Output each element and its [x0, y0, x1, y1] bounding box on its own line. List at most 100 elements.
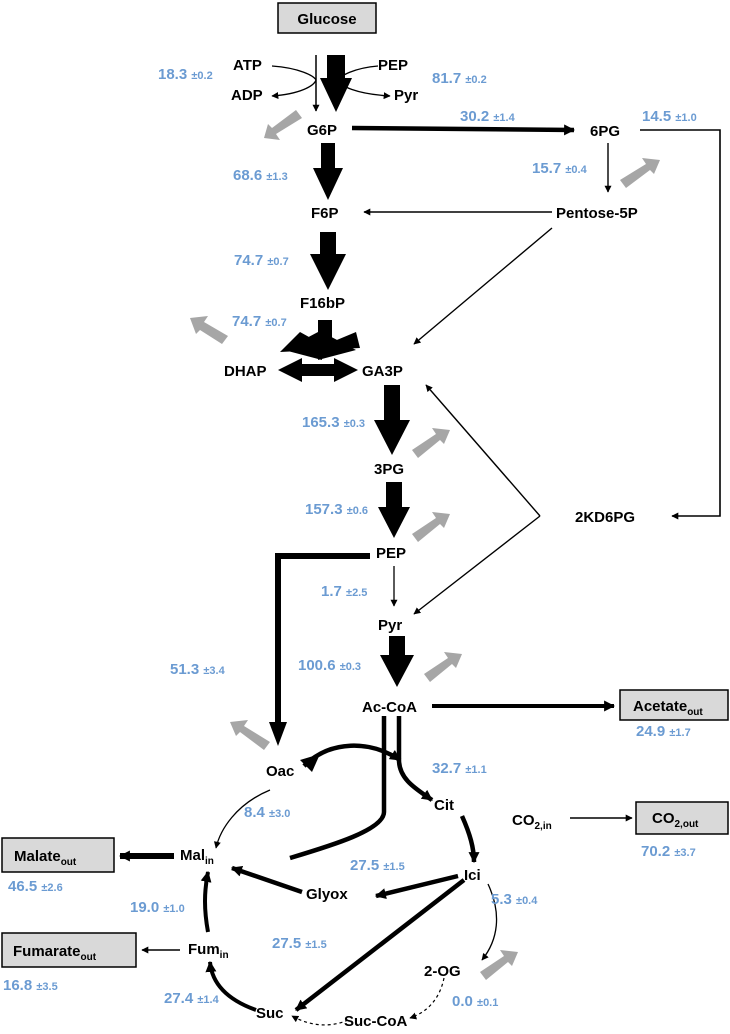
metabolite-6pg: 6PG — [590, 123, 620, 140]
icdh-curve — [481, 883, 498, 961]
fumarate-out-label: Fumarate — [13, 943, 81, 960]
pentose-ga3p-arrow — [413, 227, 553, 345]
flux-icl-suc-err: ±1.5 — [305, 939, 326, 951]
flux-co2-err: ±3.7 — [674, 847, 695, 859]
metabolite-g6p: G6P — [307, 122, 337, 139]
metabolite-oac: Oac — [266, 763, 294, 780]
flux-pyk-err: ±2.5 — [346, 587, 367, 599]
pts-arrow — [320, 55, 352, 112]
metabolite-suc: Suc — [256, 1005, 284, 1022]
svg-text:Acetateout: Acetateout — [633, 698, 703, 718]
flux-icl-suc: 27.5 ±1.5 — [272, 935, 327, 952]
ppc-arrowhead — [269, 722, 287, 746]
flux-eno-value: 157.3 — [305, 501, 343, 518]
flux-g6p-6pg-value: 30.2 — [460, 108, 489, 125]
flux-pfk-err: ±0.7 — [267, 256, 288, 268]
malate-out-box: Malateout — [1, 837, 115, 873]
metabolite-ici: Ici — [464, 867, 481, 884]
flux-aldolase-value: 74.7 — [232, 313, 261, 330]
pgi-arrow — [313, 143, 343, 200]
flux-cs: 32.7 ±1.1 — [432, 760, 487, 777]
flux-icdh-err: ±0.4 — [516, 895, 538, 907]
flux-pgi-err: ±1.3 — [266, 171, 287, 183]
flux-fumarate: 16.8 ±3.5 — [3, 977, 58, 994]
metabolite-cit: Cit — [434, 797, 454, 814]
2kd6pg-pyr-arrow — [413, 515, 541, 615]
metabolite-atp: ATP — [233, 57, 262, 74]
svg-text:CO2,out: CO2,out — [652, 810, 699, 830]
eno-arrow — [378, 482, 410, 538]
flux-og-succoa: 0.0 ±0.1 — [452, 993, 498, 1010]
oac-cit-head — [300, 754, 320, 772]
flux-g6p-6pg-err: ±1.4 — [493, 112, 515, 124]
flux-sdh-err: ±1.4 — [197, 994, 219, 1006]
flux-pts: 81.7 ±0.2 — [432, 70, 487, 87]
metabolite-mal-sub: in — [205, 856, 214, 867]
flux-fumarate-value: 16.8 — [3, 977, 32, 994]
flux-hexokinase: 18.3 ±0.2 — [158, 66, 213, 83]
metabolite-succoa: Suc-CoA — [344, 1013, 408, 1030]
malate-out-label: Malate — [14, 848, 61, 865]
metabolite-ga3p: GA3P — [362, 363, 403, 380]
aldolase-dhap-head — [284, 332, 322, 360]
co2-out-label: CO — [652, 810, 675, 827]
flux-malate: 46.5 ±2.6 — [8, 878, 63, 895]
flux-acetate-err: ±1.7 — [669, 727, 690, 739]
flux-sdh: 27.4 ±1.4 — [164, 990, 220, 1007]
flux-acetate-value: 24.9 — [636, 723, 665, 740]
flux-pyk: 1.7 ±2.5 — [321, 583, 367, 600]
flux-hexokinase-value: 18.3 — [158, 66, 187, 83]
flux-fum-mal-err: ±1.0 — [163, 903, 184, 915]
co2-out-box: CO2,out — [635, 801, 729, 835]
flux-co2: 70.2 ±3.7 — [641, 843, 696, 860]
icl-glyox-arrow — [374, 873, 459, 899]
flux-cs-value: 32.7 — [432, 760, 461, 777]
metabolite-fum-sub: in — [220, 950, 229, 961]
flux-pdh-value: 100.6 — [298, 657, 336, 674]
metabolite-pyr-top: Pyr — [394, 87, 418, 104]
flux-pfk: 74.7 ±0.7 — [234, 252, 289, 269]
glucose-box: Glucose — [277, 2, 377, 34]
acetate-out-box: Acetateout — [619, 689, 729, 721]
biomass-arrow-2og — [480, 950, 518, 980]
flux-icdh-value: 5.3 — [491, 891, 512, 908]
icl-suc-arrow — [294, 878, 466, 1012]
flux-eno: 157.3 ±0.6 — [305, 501, 368, 518]
biomass-arrow-dhap — [190, 316, 228, 344]
malate-out-sub: out — [61, 857, 77, 868]
flux-pdh-err: ±0.3 — [340, 661, 361, 673]
flux-pgi-value: 68.6 — [233, 167, 262, 184]
pfk-arrow — [310, 232, 346, 290]
flux-icl-value: 27.5 — [350, 857, 379, 874]
flux-6pg-pentose: 15.7 ±0.4 — [532, 160, 588, 177]
metabolite-accoa: Ac-CoA — [362, 699, 417, 716]
glucose-label: Glucose — [297, 11, 356, 28]
metabolite-pep-top: PEP — [378, 57, 408, 74]
flux-sdh-value: 27.4 — [164, 990, 194, 1007]
acetate-out-sub: out — [687, 707, 703, 718]
flux-co2-value: 70.2 — [641, 843, 670, 860]
flux-malate-value: 46.5 — [8, 878, 37, 895]
pep-pyr-curve — [337, 65, 391, 100]
flux-mdh-value: 8.4 — [244, 804, 266, 821]
flux-6pg-pentose-value: 15.7 — [532, 160, 561, 177]
g6p-6pg-arrow — [351, 124, 576, 136]
metabolite-glyox: Glyox — [306, 886, 348, 903]
metabolite-dhap: DHAP — [224, 363, 267, 380]
flux-acetate: 24.9 ±1.7 — [636, 723, 691, 740]
flux-pfk-value: 74.7 — [234, 252, 263, 269]
fumarate-out-box: Fumarateout — [1, 932, 137, 968]
ppc-arrow — [275, 553, 370, 724]
flux-eno-err: ±0.6 — [347, 505, 368, 517]
atp-adp-curve — [271, 65, 317, 100]
flux-6pg-2kd6pg: 14.5 ±1.0 — [642, 108, 697, 125]
cs-accoa-branch — [396, 716, 434, 802]
flux-g6p-6pg: 30.2 ±1.4 — [460, 108, 516, 125]
pdh-arrow — [380, 636, 414, 687]
biomass-arrow-accoa — [424, 652, 462, 682]
tpi-double-arrow — [278, 358, 358, 382]
flux-gapdh: 165.3 ±0.3 — [302, 414, 365, 431]
biomass-arrow-pep — [412, 512, 450, 542]
glyox-mal-arrow — [230, 865, 303, 895]
